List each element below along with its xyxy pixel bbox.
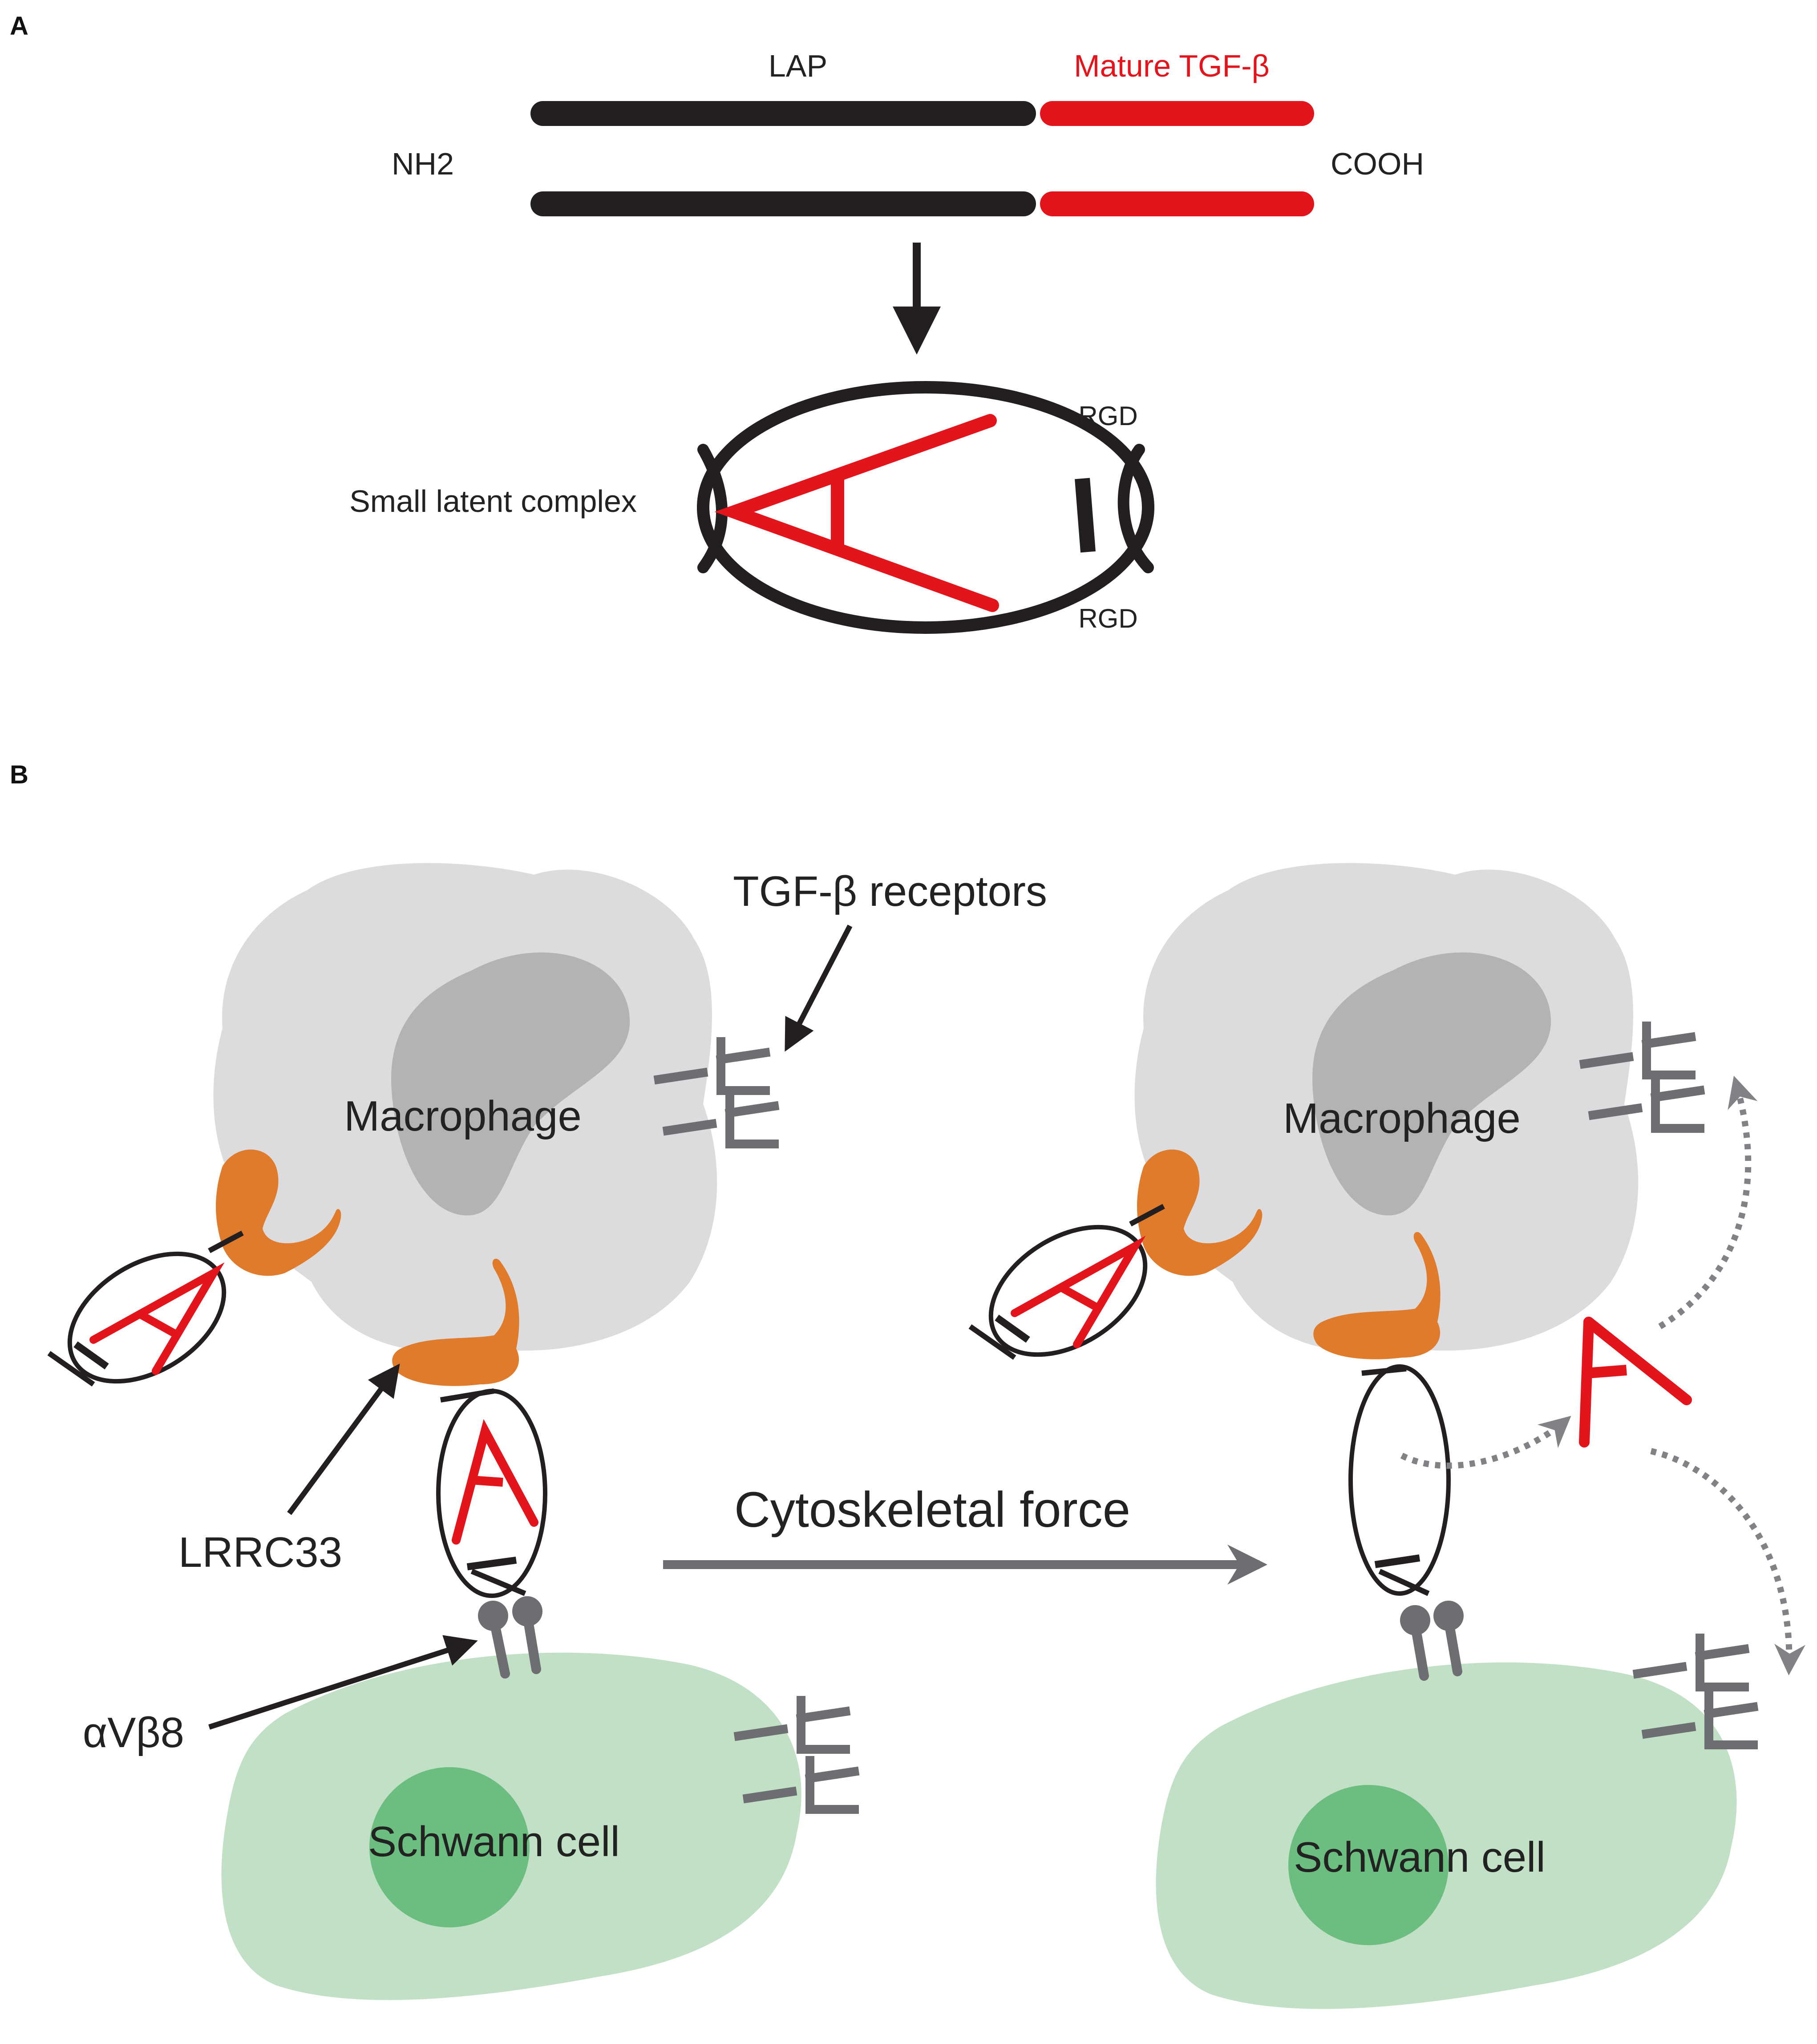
schwann-cell-right: [1156, 1662, 1737, 2009]
latent-complex-lower-left: [436, 1388, 547, 1598]
lrrc33-lower-right: [1313, 1232, 1441, 1359]
tgf-receptors-pointer: [785, 925, 853, 1052]
panel-b-letter: B: [10, 760, 28, 789]
schwann-cell-right-nucleus: [1288, 1785, 1449, 1945]
cytoskeletal-force-label: Cytoskeletal force: [734, 1482, 1130, 1537]
macrophage-right-label: Macrophage: [1283, 1095, 1521, 1142]
schwann-cell-left-label: Schwann cell: [368, 1818, 620, 1866]
released-mature-tgf-beta: [1579, 1317, 1692, 1448]
tgf-receptor-right-schwann: [1632, 1634, 1759, 1749]
small-latent-complex: [697, 381, 1154, 634]
tgf-receptor-left-macrophage: [653, 1037, 780, 1148]
nh2-label: NH2: [392, 146, 454, 181]
schwann-cell-right-label: Schwann cell: [1294, 1833, 1546, 1881]
autocrine-arrow: [1658, 1075, 1758, 1330]
macrophage-right-nucleus: [1312, 952, 1551, 1216]
panel-a-letter: A: [10, 12, 28, 41]
lrrc33-upper-right: [1137, 1149, 1263, 1276]
macrophage-left-label: Macrophage: [344, 1092, 582, 1140]
integrin-avb8-right: [1400, 1601, 1464, 1681]
latent-complex-upper-right: [968, 1204, 1165, 1360]
paracrine-arrow: [1650, 1448, 1806, 1675]
mature-tgf-label: Mature TGF-β: [1074, 49, 1270, 83]
small-latent-complex-label: Small latent complex: [349, 484, 637, 519]
tgf-receptor-left-schwann: [733, 1696, 860, 1814]
lap-end-right: [1117, 444, 1154, 573]
cooh-label: COOH: [1331, 146, 1424, 181]
schwann-cell-left-nucleus: [369, 1767, 530, 1927]
disulfide-bond: [1075, 478, 1096, 553]
tgf-receptors-label: TGF-β receptors: [733, 868, 1047, 915]
macrophage-left-nucleus: [391, 952, 630, 1216]
rgd-bottom-label: RGD: [1078, 604, 1137, 633]
empty-latent-complex-right: [1348, 1364, 1451, 1596]
release-arrow: [1400, 1415, 1571, 1469]
lap-label: LAP: [769, 49, 827, 83]
rgd-top-label: RGD: [1078, 401, 1137, 431]
lrrc33-pointer: [287, 1363, 400, 1515]
lrrc33-upper-left: [216, 1149, 341, 1276]
mature-tgf-dimer: [714, 414, 999, 612]
lap-end-left: [697, 444, 728, 573]
lap-ring: [697, 381, 1154, 634]
panel-a: A LAP Mature TGF-β NH2 COOH RGD RGD Smal…: [10, 12, 1424, 634]
latent-complex-upper-left: [47, 1230, 244, 1387]
panel-b: B Macrophage TGF-β receptors: [10, 760, 1806, 2009]
integrin-avb8-left: [478, 1596, 542, 1679]
integrin-label: αVβ8: [83, 1709, 184, 1756]
tgf-receptor-right-macrophage: [1579, 1022, 1705, 1133]
integrin-pointer: [208, 1635, 478, 1730]
lrrc33-label: LRRC33: [178, 1529, 342, 1576]
lrrc33-lower-left: [392, 1258, 519, 1386]
